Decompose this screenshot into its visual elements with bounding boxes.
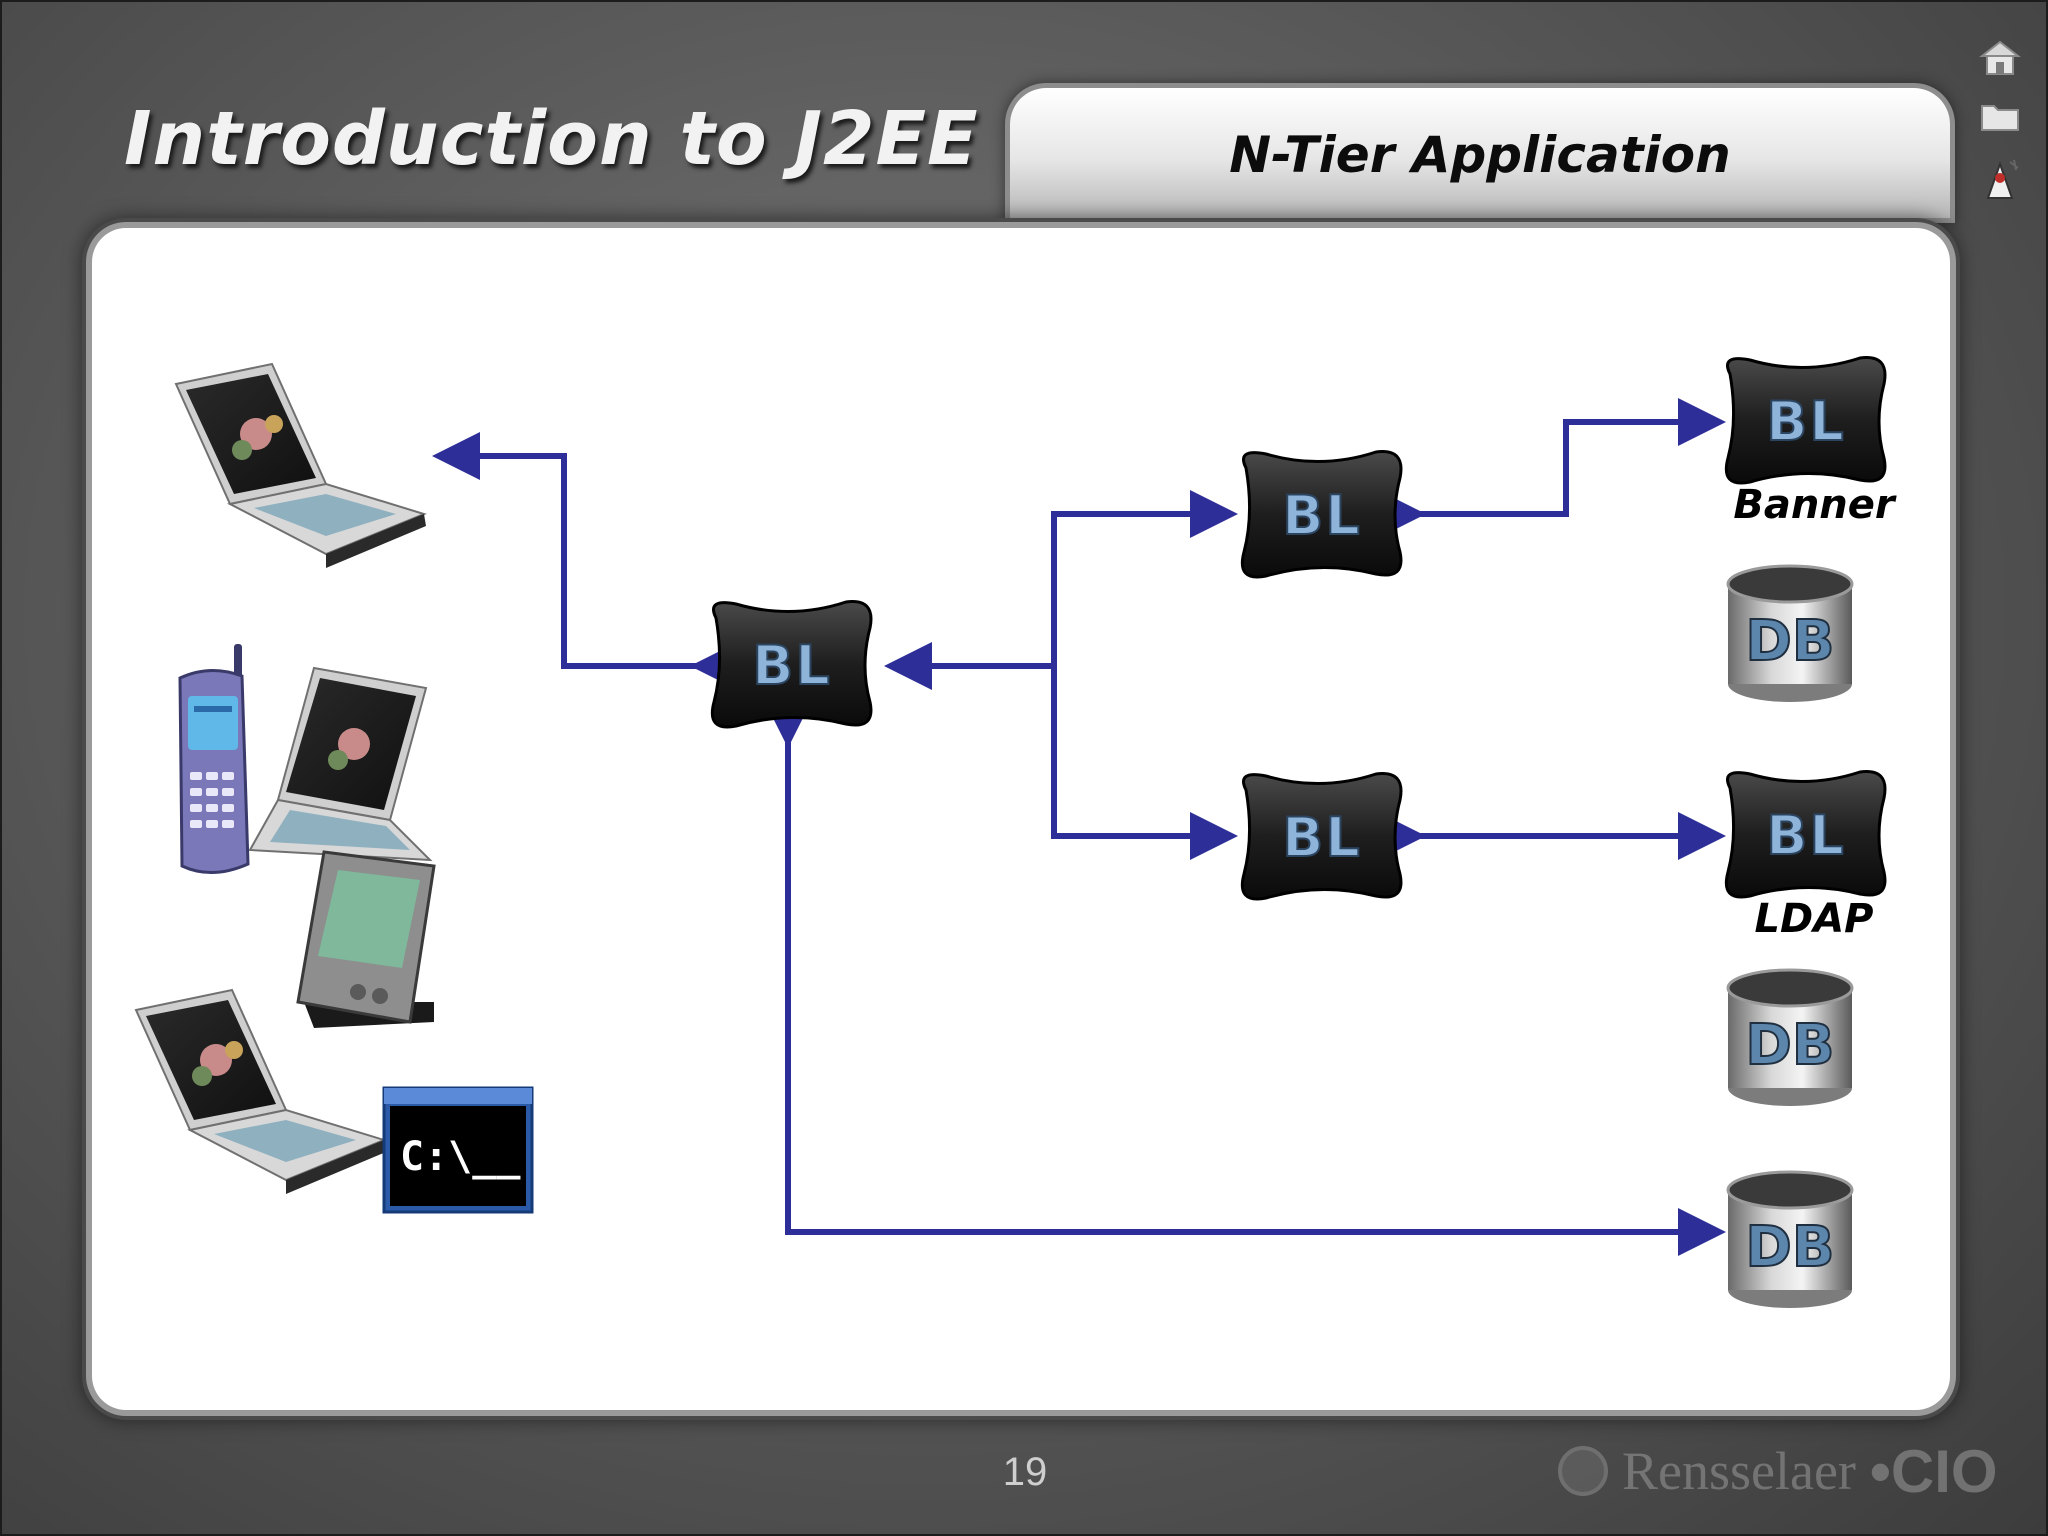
arrow-hub-db xyxy=(764,700,1726,1256)
bl-label: BL xyxy=(1282,806,1362,869)
arrow-branch-top xyxy=(1051,490,1238,666)
subtitle-tab xyxy=(1010,88,1950,218)
caption-banner: Banner xyxy=(1733,482,1895,528)
bl-node-hub: BL xyxy=(710,600,873,729)
folder-icon[interactable] xyxy=(1978,94,2022,138)
logo-cio: •CIO xyxy=(1869,1437,1998,1505)
arrow-client-hub xyxy=(432,432,738,690)
db-label: DB xyxy=(1745,1215,1834,1280)
arrow-top-banner xyxy=(1378,398,1726,538)
slide-subtitle: N-Tier Application xyxy=(1229,126,1731,184)
pda-icon xyxy=(296,850,436,1028)
page-number: 19 xyxy=(1002,1450,1048,1494)
caption-ldap: LDAP xyxy=(1754,896,1874,942)
bl-label: BL xyxy=(752,634,832,697)
db-label: DB xyxy=(1745,1013,1834,1078)
bl-node-ldap: BL xyxy=(1724,770,1887,899)
connectors xyxy=(432,398,1726,1256)
rensselaer-seal-icon xyxy=(1558,1446,1608,1496)
laptop-icon xyxy=(248,666,433,862)
db-cylinder-banner: DB xyxy=(1726,564,1854,702)
db-cylinder-main: DB xyxy=(1726,1170,1854,1308)
bl-node-banner: BL xyxy=(1724,356,1887,485)
slide-title: Introduction to J2EE xyxy=(124,96,979,182)
command-prompt-icon: C:\__ xyxy=(382,1086,534,1214)
arrow-branch-bottom xyxy=(1051,666,1238,860)
terminal-prompt: C:\__ xyxy=(400,1134,521,1180)
bl-label: BL xyxy=(1282,484,1362,547)
bl-node-bottom: BL xyxy=(1240,772,1403,901)
laptop-icon xyxy=(174,362,427,568)
bl-node-top: BL xyxy=(1240,450,1403,579)
db-label: DB xyxy=(1745,609,1834,674)
bl-label: BL xyxy=(1766,804,1846,867)
home-icon[interactable] xyxy=(1978,36,2022,80)
mobile-phone-icon xyxy=(178,644,250,875)
laptop-icon xyxy=(134,988,387,1194)
logo-text: Rensselaer xyxy=(1622,1441,1856,1501)
rensselaer-logo: Rensselaer •CIO xyxy=(1558,1436,2008,1506)
db-cylinder-ldap: DB xyxy=(1726,968,1854,1106)
java-duke-icon[interactable] xyxy=(1978,158,2022,202)
bl-label: BL xyxy=(1766,390,1846,453)
